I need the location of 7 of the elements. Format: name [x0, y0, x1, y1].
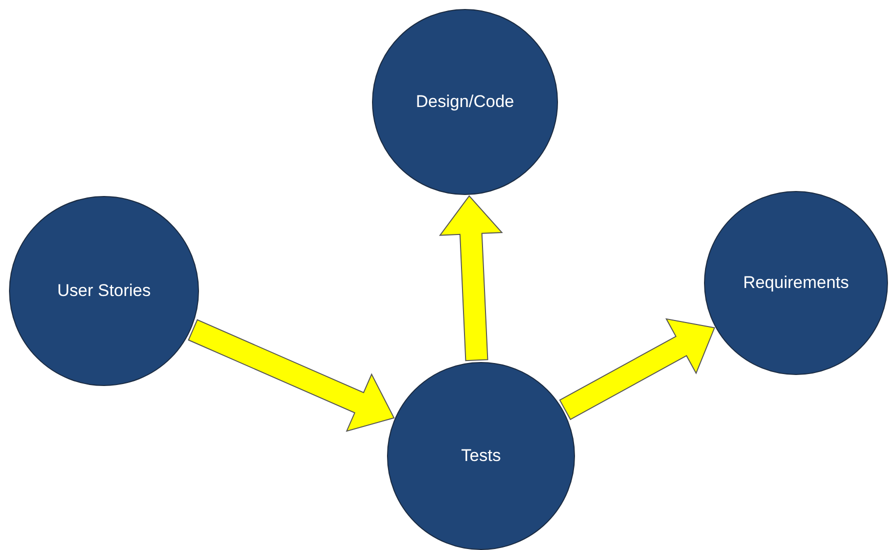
- block-arrow: [438, 195, 503, 362]
- block-arrow: [188, 319, 395, 432]
- block-arrow: [559, 318, 716, 420]
- node-label: User Stories: [56, 280, 152, 302]
- node-label: Design/Code: [414, 91, 516, 114]
- node-label: Tests: [460, 445, 502, 468]
- node-label: Requirements: [742, 272, 850, 294]
